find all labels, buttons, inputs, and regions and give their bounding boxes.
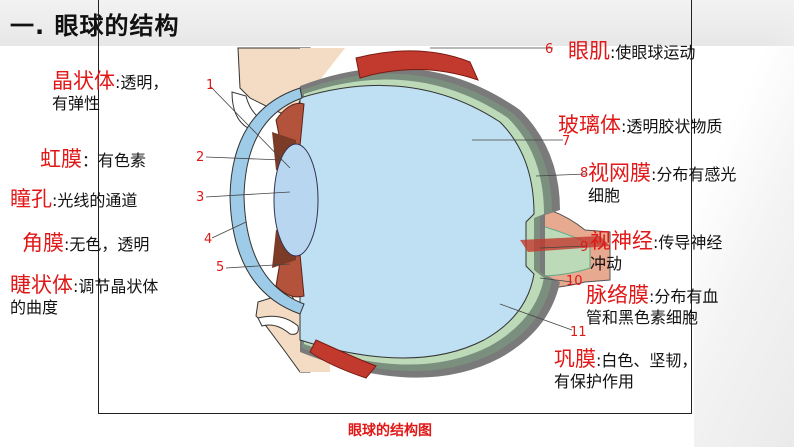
label-pupil: 瞳孔:光线的通道 [10, 187, 138, 211]
marker-sclera: 11 [570, 325, 587, 340]
lens [273, 143, 319, 257]
marker-lens: 1 [206, 78, 215, 93]
diagram-caption: 眼球的结构图 [348, 423, 432, 439]
marker-ciliary: 5 [216, 260, 225, 275]
marker-choroid: 10 [566, 274, 583, 289]
label-choroid: 脉络膜:分布有血 管和黑色素细胞 [586, 283, 719, 328]
inferior-muscle [309, 339, 377, 379]
label-retina: 视网膜:分布有感光 细胞 [588, 161, 737, 206]
title-bar: 一. 眼球的结构 [0, 0, 794, 46]
vitreous-body [299, 85, 535, 359]
marker-pupil: 3 [196, 190, 205, 205]
lower-lid-tip [257, 315, 299, 335]
cornea [229, 87, 305, 315]
marker-iris: 2 [196, 150, 205, 165]
label-sclera: 巩膜:白色、坚韧， 有保护作用 [554, 347, 698, 392]
marker-nerve: 9 [580, 240, 589, 255]
marker-cornea: 4 [204, 232, 213, 247]
label-lens: 晶状体:透明， 有弹性 [52, 69, 169, 114]
background-shade [694, 0, 794, 447]
leader-lines [205, 47, 587, 331]
page-title: 一. 眼球的结构 [10, 12, 180, 40]
label-cornea: 角膜:无色，透明 [22, 231, 150, 255]
marker-vitreous: 7 [562, 134, 571, 149]
label-ciliary: 睫状体:调节晶状体 的曲度 [10, 273, 159, 318]
diagram-frame [98, 0, 692, 414]
label-vitreous: 玻璃体:透明胶状物质 [558, 113, 723, 137]
marker-retina: 8 [580, 166, 589, 181]
label-nerve: 视神经:传导神经 冲动 [590, 229, 723, 274]
label-iris: 虹膜：有色素 [40, 147, 147, 171]
marker-muscle: 6 [545, 42, 554, 57]
superior-muscle [355, 50, 479, 81]
label-muscle: 眼肌:使眼球运动 [568, 39, 696, 63]
